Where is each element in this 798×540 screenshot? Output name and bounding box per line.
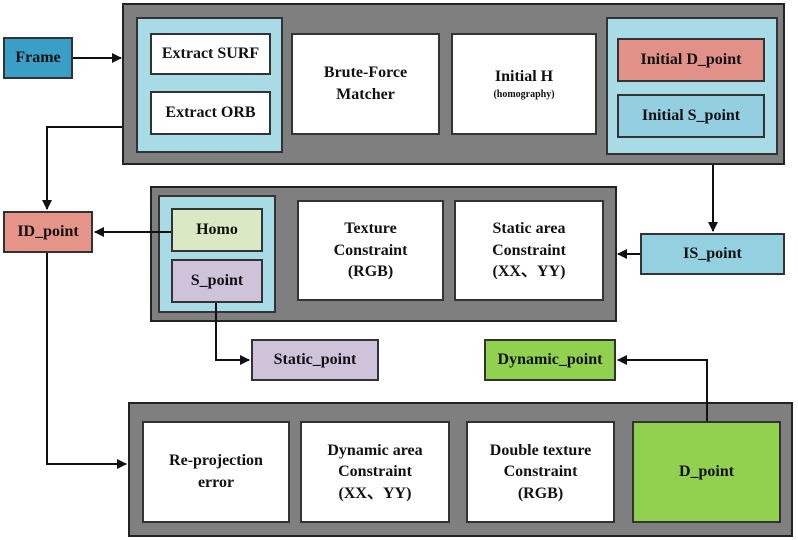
frame-label: Frame [15, 49, 61, 67]
extract-surf-label: Extract SURF [161, 45, 260, 63]
static-area-line-3: (XX、YY) [492, 263, 566, 281]
arrow-panel-to-id-point [42, 126, 122, 210]
extract-surf-box: Extract SURF [150, 33, 271, 75]
dynamic-area-line-1: Dynamic area [327, 441, 423, 459]
frame-box: Frame [3, 37, 73, 79]
s-point-label: S_point [190, 272, 244, 290]
reprojection-error-box: Re-projection error [142, 421, 290, 523]
arrow-id-point-to-reprojection [46, 253, 127, 469]
extract-orb-label: Extract ORB [165, 104, 256, 122]
extract-orb-box: Extract ORB [150, 91, 271, 135]
initial-h-box: Initial H (homography) [451, 33, 597, 135]
arrow-spoint-to-static-point [215, 303, 250, 365]
is-point-box: IS_point [640, 233, 785, 275]
static-area-line-2: Constraint [492, 241, 566, 259]
dynamic-point-label: Dynamic_point [497, 351, 603, 369]
texture-constraint-box: Texture Constraint (RGB) [297, 200, 444, 301]
d-point-box: D_point [632, 421, 781, 523]
static-point-box: Static_point [251, 339, 379, 381]
initial-d-point-label: Initial D_point [640, 51, 742, 69]
texture-constraint-line-3: (RGB) [347, 263, 394, 281]
dynamic-area-line-3: (XX、YY) [338, 484, 412, 502]
initial-s-point-box: Initial S_point [617, 94, 765, 138]
dynamic-area-line-2: Constraint [338, 463, 412, 481]
double-texture-line-3: (RGB) [517, 484, 564, 502]
homo-box: Homo [171, 208, 263, 252]
brute-force-line-2: Matcher [336, 86, 395, 103]
double-texture-line-2: Constraint [503, 463, 578, 481]
is-point-label: IS_point [683, 245, 742, 263]
initial-h-label: Initial H [494, 68, 554, 86]
dynamic-area-constraint-box: Dynamic area Constraint (XX、YY) [300, 421, 450, 523]
reprojection-line-2: error [197, 474, 235, 491]
double-texture-line-1: Double texture [489, 441, 592, 459]
id-point-box: ID_point [3, 211, 93, 253]
initial-d-point-box: Initial D_point [617, 38, 765, 82]
arrow-d-point-to-dynamic-point [617, 355, 708, 421]
brute-force-line-1: Brute-Force [323, 64, 408, 82]
texture-constraint-line-2: Constraint [333, 241, 408, 259]
static-point-label: Static_point [273, 351, 357, 369]
brute-force-matcher-box: Brute-Force Matcher [291, 33, 440, 135]
texture-constraint-line-1: Texture [344, 220, 397, 238]
s-point-box: S_point [171, 259, 263, 303]
initial-s-point-label: Initial S_point [641, 107, 741, 125]
initial-h-sublabel: (homography) [493, 89, 555, 101]
d-point-label: D_point [678, 463, 735, 481]
static-area-constraint-box: Static area Constraint (XX、YY) [454, 200, 604, 301]
dynamic-point-box: Dynamic_point [484, 339, 616, 381]
static-area-line-1: Static area [492, 220, 566, 238]
double-texture-constraint-box: Double texture Constraint (RGB) [466, 421, 615, 523]
reprojection-line-1: Re-projection [169, 452, 263, 470]
id-point-label: ID_point [17, 223, 79, 241]
homo-label: Homo [196, 221, 238, 239]
